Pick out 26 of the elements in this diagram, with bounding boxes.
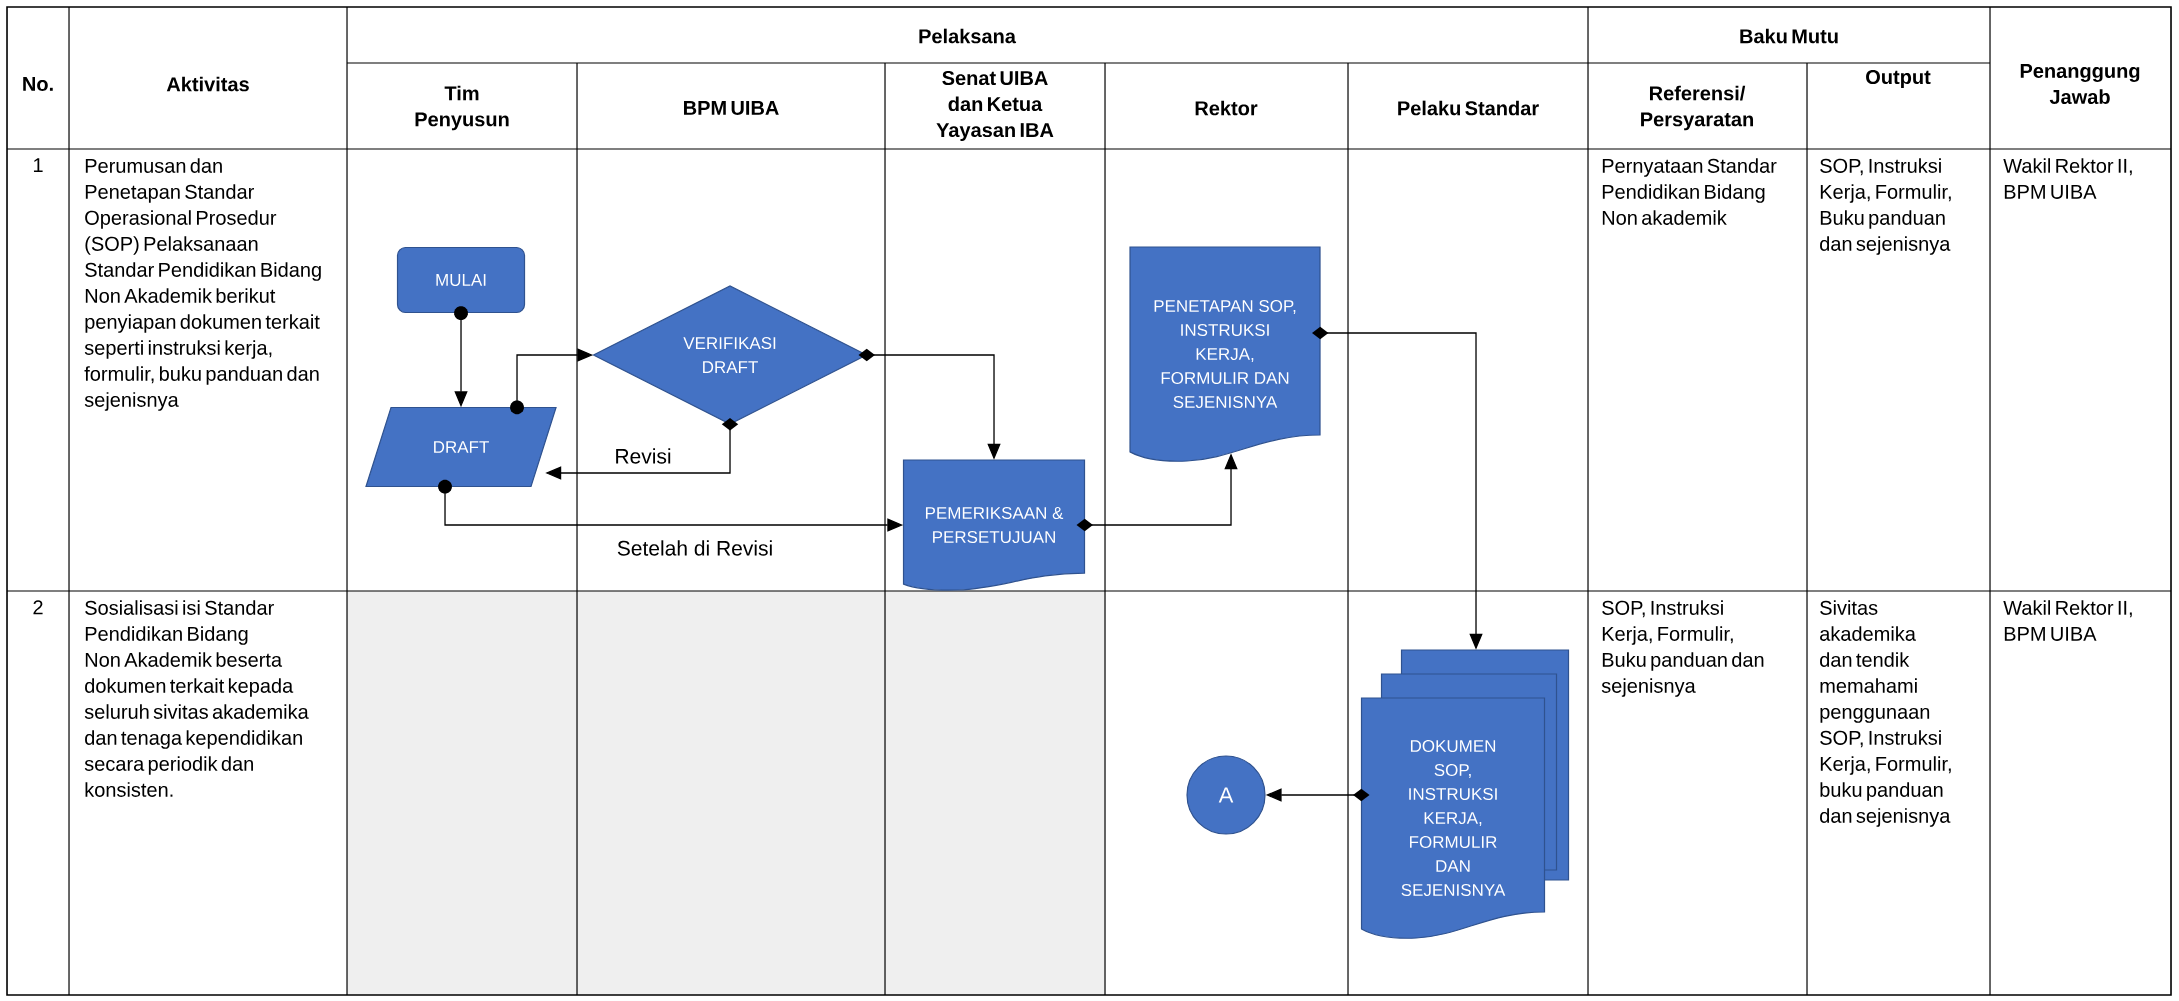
column-header: Pelaku Standar <box>1398 100 1539 116</box>
column-header: Rektor <box>1195 100 1258 116</box>
column-header: Aktivitas <box>166 76 249 92</box>
row-number: 2 <box>33 600 43 615</box>
activity-text: Perumusan dan Penetapan Standar Operasional Prosedur (SOP) Pelaksanaan Standar Pendidikan Bidang Non Akademik berikut penyiapan dokumen terkait seperti instruksi kerja, formulir, buku panduan dan sejenisnya <box>84 158 321 411</box>
column-header: Referensi/ Persyaratan <box>1641 85 1753 131</box>
column-header: Tim Penyusun <box>415 85 509 131</box>
start-terminal: MULAI <box>396 246 526 314</box>
cell-text: Sivitas akademika dan tendik memahami penggunaan SOP, Instruksi Kerja, Formulir, buku panduan dan sejenisnya <box>1820 600 1951 827</box>
activity-text: Sosialisasi isi Standar Pendidikan Bidang Non Akademik beserta dokumen terkait kepada seluruh sivitas akademika dan tenaga kependidikan secara periodik dan konsisten. <box>84 600 309 797</box>
column-header: Penanggung Jawab <box>2020 64 2140 104</box>
cell-text: Wakil Rektor II, BPM UIBA <box>2003 158 2132 199</box>
column-header: Output <box>1866 69 1931 89</box>
column-header: BPM UIBA <box>684 101 779 115</box>
cell-text: Pernyataan Standar Pendidikan Bidang Non akademik <box>1602 158 1777 225</box>
column-header: No. <box>23 77 53 91</box>
column-header: Baku Mutu <box>1740 28 1838 44</box>
row-number: 1 <box>34 158 43 172</box>
cell-text: Wakil Rektor II, BPM UIBA <box>2003 600 2132 641</box>
data-parallelogram: DRAFT <box>365 406 557 488</box>
edge-label: Revisi <box>612 446 674 466</box>
column-header: Senat UIBA dan Ketua Yayasan IBA <box>936 70 1054 142</box>
column-header: Pelaksana <box>919 28 1017 44</box>
cell-text: SOP, Instruksi Kerja, Formulir, Buku panduan dan sejenisnya <box>1820 158 1951 255</box>
edge-label: Setelah di Revisi <box>614 538 776 558</box>
cell-text: SOP, Instruksi Kerja, Formulir, Buku panduan dan sejenisnya <box>1601 600 1764 697</box>
